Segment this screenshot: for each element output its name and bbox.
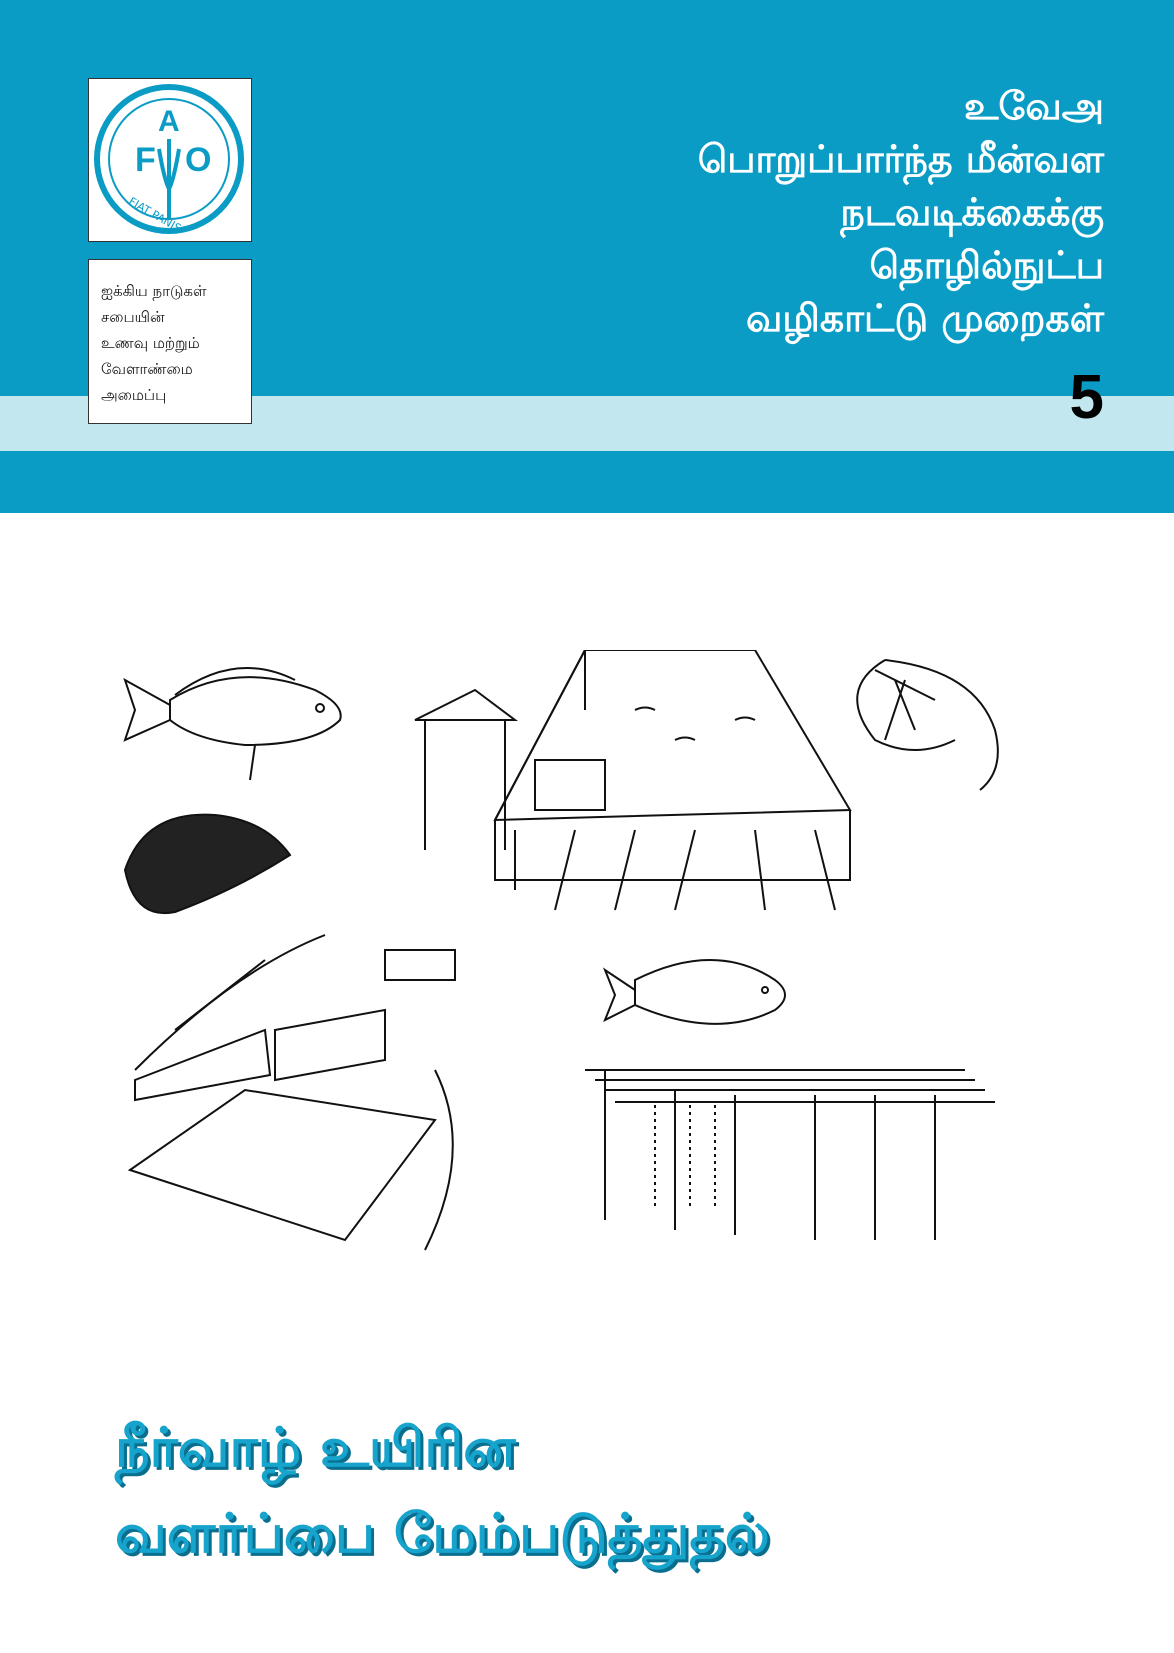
- carp-fish-icon: [602, 959, 786, 1025]
- series-title: உவேஅ பொறுப்பார்ந்த மீன்வள நடவடிக்கைக்கு …: [698, 80, 1104, 345]
- organization-name-box: ஐக்கிய நாடுகள் சபையின் உணவு மற்றும் வேளா…: [88, 259, 252, 424]
- aquaculture-illustration: [123, 650, 999, 1251]
- series-line: பொறுப்பார்ந்த மீன்வள: [697, 137, 1104, 181]
- title-line: வளர்ப்பை மேம்படுத்துதல்: [115, 1502, 770, 1565]
- mussel-icon: [123, 813, 292, 915]
- series-line: தொழில்நுட்ப: [869, 243, 1105, 287]
- org-line: ஐக்கிய நாடுகள்: [101, 282, 207, 300]
- series-number: 5: [1069, 363, 1104, 432]
- fish-pen-icon: [414, 650, 852, 911]
- org-line: வேளாண்மை: [101, 360, 193, 378]
- tilapia-fish-icon: [123, 667, 342, 781]
- series-line: வழிகாட்டு முறைகள்: [746, 296, 1104, 340]
- series-line: நடவடிக்கைக்கு: [840, 190, 1104, 234]
- ponds-aerial-icon: [127, 934, 456, 1251]
- logo-letter-o: O: [185, 141, 211, 179]
- series-line: உவேஅ: [963, 84, 1104, 128]
- raft-culture-icon: [585, 1069, 995, 1240]
- org-line: உணவு மற்றும்: [101, 334, 200, 352]
- fao-logo: F A O FIAT PANIS: [88, 78, 252, 242]
- logo-letter-f: F: [135, 141, 156, 179]
- title-line: நீர்வாழ் உயிரின: [115, 1416, 516, 1479]
- header-band-lower: [0, 451, 1174, 513]
- logo-letter-a: A: [158, 105, 180, 138]
- shrimp-icon: [856, 659, 999, 791]
- org-line: சபையின்: [101, 308, 165, 326]
- org-line: அமைப்பு: [101, 386, 167, 404]
- document-title: நீர்வாழ் உயிரின வளர்ப்பை மேம்படுத்துதல்: [115, 1405, 770, 1577]
- fao-emblem-icon: F A O FIAT PANIS: [94, 84, 244, 235]
